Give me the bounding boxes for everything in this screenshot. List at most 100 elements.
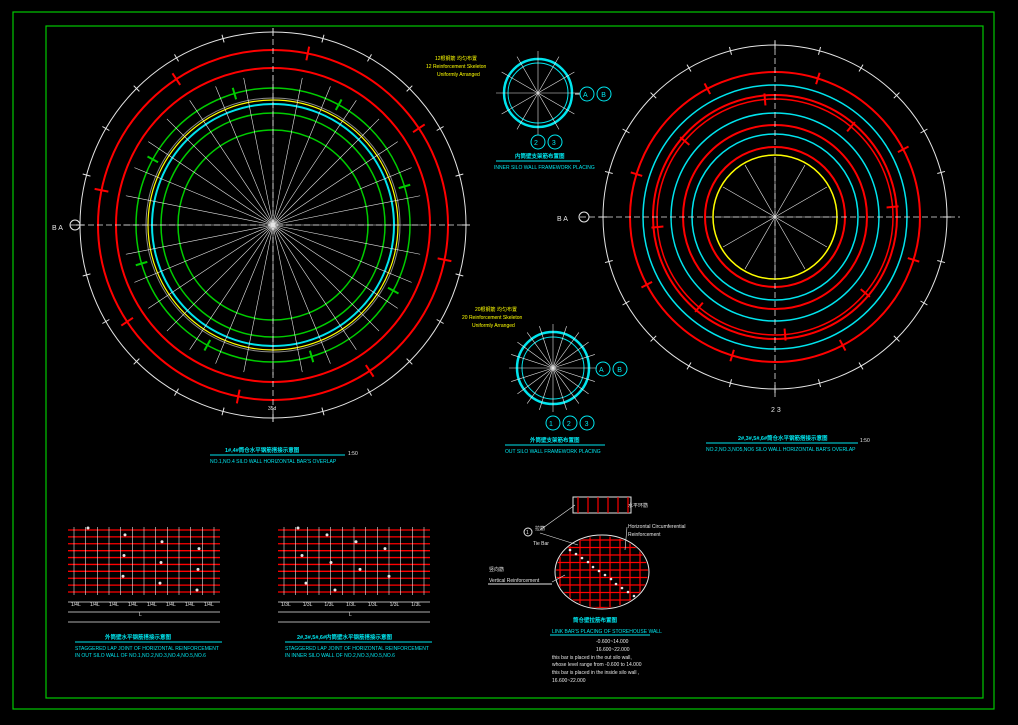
link-title-en: LINK BAR'S PLACING OF STOREHOUSE WALL (552, 629, 662, 635)
radial-line (272, 77, 303, 226)
dim-tick (406, 85, 413, 92)
red-lap-tick (783, 328, 787, 341)
link-range2: 16.600~22.000 (596, 647, 630, 653)
radial-line (774, 216, 806, 270)
link-note3: this bar is placed in the inside silo wa… (552, 670, 639, 676)
tie-bar-dot (580, 556, 584, 560)
tie-bar-dot (632, 594, 636, 598)
dim-tick (604, 170, 613, 175)
radial-line (722, 186, 776, 218)
dim-tick (858, 362, 864, 370)
skeleton-bar (526, 332, 554, 369)
inner-axis-ab: A B (583, 92, 612, 99)
plan2-scale: 1:50 (860, 438, 870, 444)
red-lap-tick (171, 72, 182, 86)
skeleton-bar (537, 56, 560, 94)
radial-line (272, 141, 398, 226)
red-lap-tick (94, 187, 109, 193)
radial-line (215, 224, 274, 364)
skeleton-bar (552, 367, 580, 404)
link-horiz-l2: Reinforcement (628, 532, 661, 538)
dim-tick (622, 128, 630, 134)
tie-bar-dot (591, 565, 595, 569)
radial-line (744, 216, 776, 270)
radial-line (272, 224, 357, 350)
radial-line (189, 100, 274, 226)
lap-joint (122, 554, 126, 558)
radial-line (125, 195, 274, 226)
dim-tick (133, 358, 140, 365)
dim-tick (455, 173, 464, 177)
red-lap-tick (364, 364, 375, 378)
red-lap-tick (679, 136, 690, 146)
red-lap-tick (729, 349, 735, 362)
green-lap-tick (147, 155, 159, 164)
plan1-silo-overlap (69, 28, 470, 422)
tie-bar-dot (609, 577, 613, 581)
dim-tick (102, 126, 110, 131)
dim-label: 1/3L (324, 602, 334, 608)
dim-tick (650, 335, 657, 342)
outer-axis-b-bubble (612, 361, 628, 377)
outer-axis-1-bubble (545, 415, 561, 431)
red-lap-tick (763, 93, 767, 106)
radial-line (272, 100, 357, 226)
tie-bar-dot (586, 560, 590, 564)
dim-label: 1/3L (346, 602, 356, 608)
dim-label: 1/4L (109, 602, 119, 608)
dim-tick (920, 128, 928, 134)
dim-label: 1/3L (411, 602, 421, 608)
skeleton-bar (537, 71, 575, 94)
inner-title-en: INNER SILO WALL FRAMEWORK PLACING (494, 165, 595, 171)
tie-bar-dot (614, 582, 618, 586)
lap-joint (197, 547, 201, 551)
outer-axis-ab: A B (599, 367, 628, 374)
plan1-bottom-mark: 35d (268, 406, 277, 412)
skeleton-bar (539, 367, 554, 410)
skeleton-bar (516, 92, 539, 130)
dim-label: 1/4L (147, 602, 157, 608)
radial-line (774, 164, 806, 218)
radial-line (774, 216, 828, 248)
dim-tick (321, 34, 325, 43)
dim-tick (221, 407, 225, 416)
skeleton-bar (511, 367, 554, 382)
red-lap-tick (640, 280, 653, 289)
plan1-axis-label: B A (52, 225, 63, 232)
skeleton-bar (552, 367, 595, 382)
radial-line (272, 224, 380, 332)
leader (539, 532, 579, 546)
dim-total: L (139, 612, 142, 618)
inner-axis-3-bubble (547, 134, 563, 150)
radial-line (134, 224, 274, 283)
red-lap-tick (694, 302, 704, 313)
radial-line (243, 77, 274, 226)
dim-tick (650, 92, 657, 99)
green-lap-tick (231, 87, 238, 100)
link-bar-detail (539, 496, 650, 610)
radial-line (166, 118, 274, 226)
skeleton-bar (552, 341, 589, 369)
skeleton-bar (552, 367, 589, 395)
tie-bar-dot (563, 543, 567, 547)
dim-tick (174, 388, 179, 396)
radial-line (744, 164, 776, 218)
skeleton-bar (516, 56, 539, 94)
dim-tick (321, 407, 325, 416)
outer-title-en: OUT SILO WALL FRAMEWORK PLACING (505, 449, 601, 455)
radial-line (774, 186, 828, 218)
radial-line (272, 224, 331, 364)
dim-label: 1/3L (368, 602, 378, 608)
plan2-axis-label: B A (557, 216, 568, 223)
tie-bar-dot (568, 548, 572, 552)
dim-tick (102, 319, 110, 324)
dim-tick (686, 64, 692, 72)
dim-tick (174, 54, 179, 62)
red-lap-tick (651, 225, 664, 229)
radial-line (243, 224, 274, 373)
dim-tick (367, 388, 372, 396)
lap-joint (158, 581, 162, 585)
skeleton-bar (539, 326, 554, 369)
link-marker-bubble (523, 527, 533, 537)
dim-tick (367, 54, 372, 62)
